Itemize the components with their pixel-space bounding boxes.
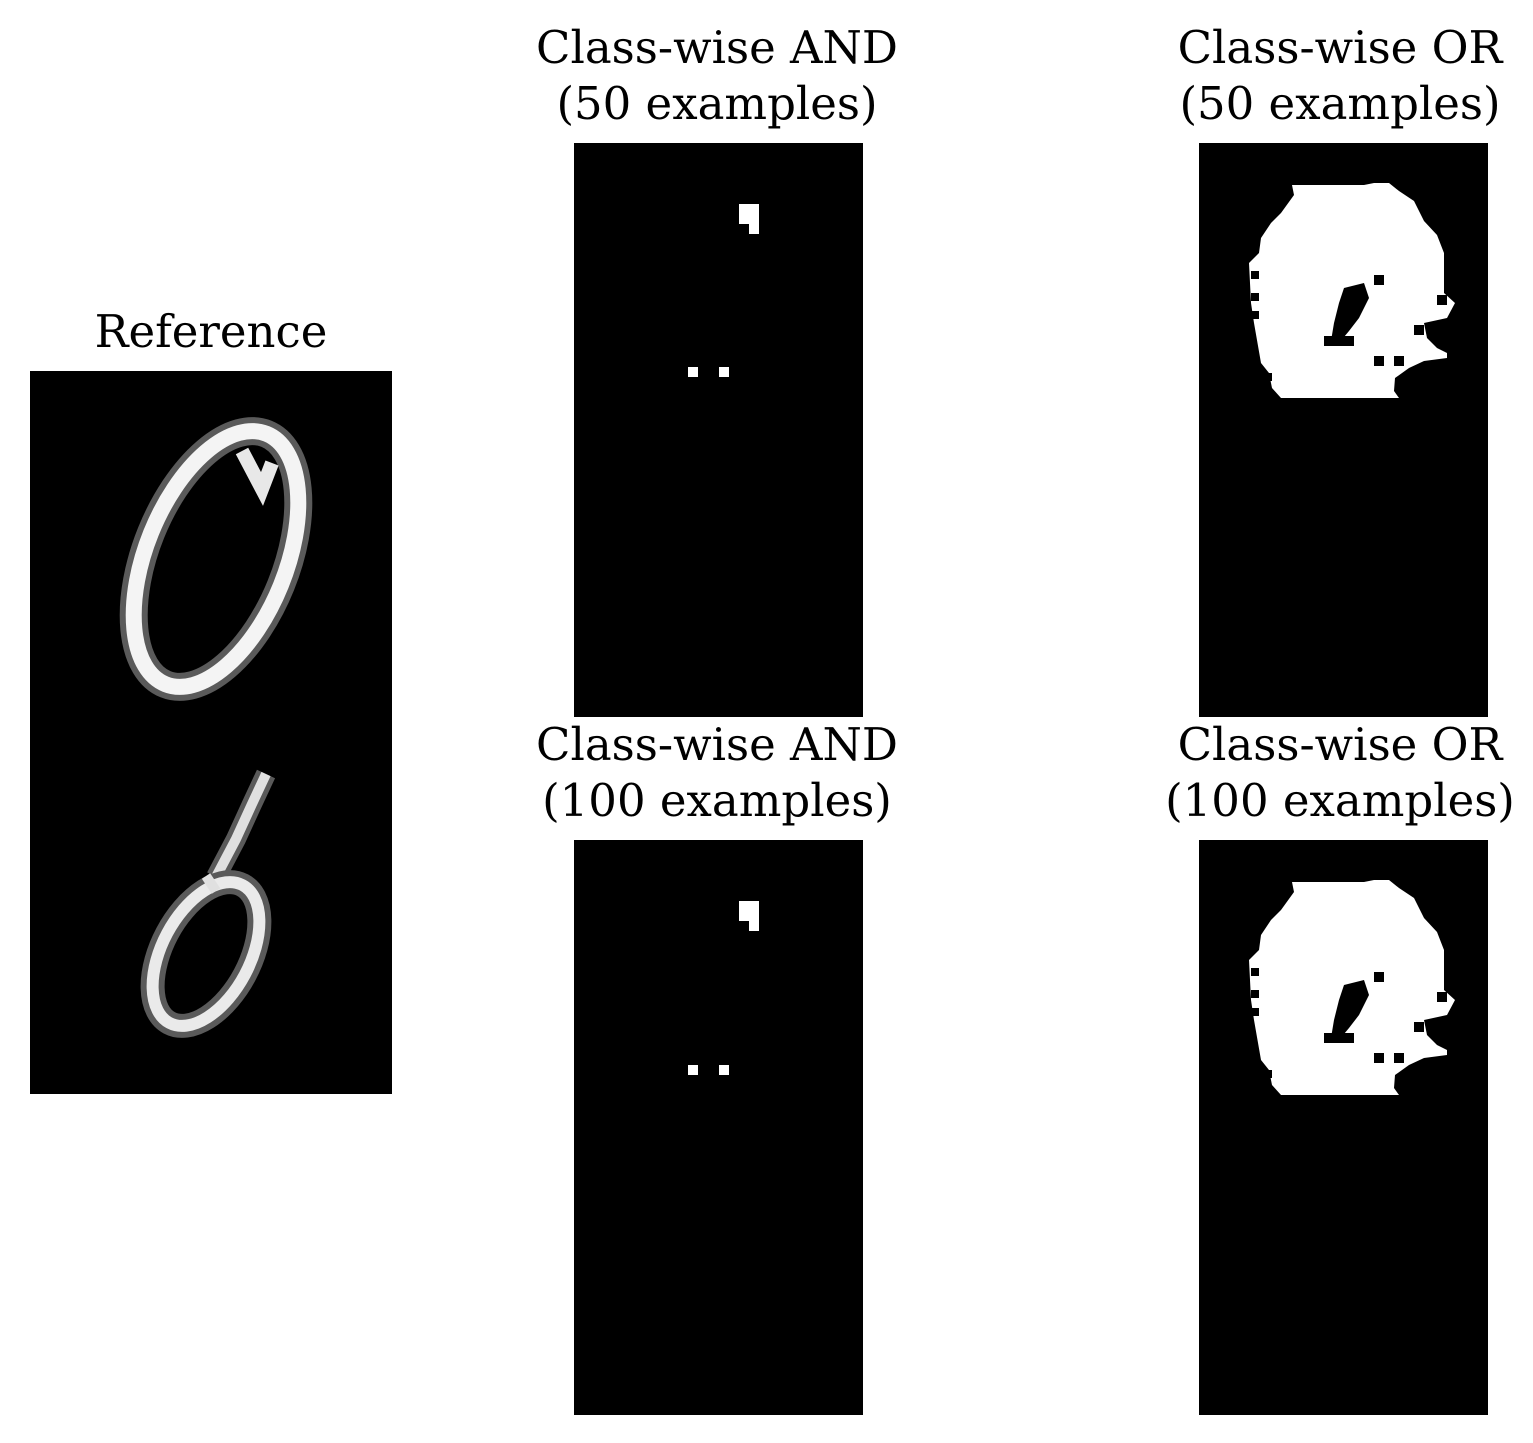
and-100-title-line1: Class-wise AND: [536, 718, 898, 771]
or-50-title: Class-wise OR (50 examples): [1145, 20, 1533, 132]
and-50-title-line1: Class-wise AND: [536, 21, 898, 74]
and-100-title-line2: (100 examples): [542, 774, 892, 827]
or-50-mask-graphic: [1199, 143, 1488, 717]
or-100-title-line2: (100 examples): [1165, 774, 1515, 827]
and-50-mask-image: [574, 143, 863, 717]
or-50-mask-image: [1199, 143, 1488, 717]
reference-title-line1: Reference: [94, 305, 328, 358]
or-100-title: Class-wise OR (100 examples): [1145, 717, 1533, 829]
and-100-mask-image: [574, 840, 863, 1415]
or-100-title-line1: Class-wise OR: [1177, 718, 1503, 771]
and-100-mask-graphic: [574, 840, 863, 1415]
and-50-title: Class-wise AND (50 examples): [500, 20, 934, 132]
digit-six-stroke: [140, 769, 276, 1038]
or-50-title-line2: (50 examples): [1179, 77, 1501, 130]
and-100-title: Class-wise AND (100 examples): [500, 717, 934, 829]
digit-zero-stroke: [119, 417, 313, 701]
and-50-mask-graphic: [574, 143, 863, 717]
or-100-mask-image: [1199, 840, 1488, 1415]
reference-digits-graphic: [30, 371, 392, 1094]
reference-image: [30, 371, 392, 1094]
or-100-mask-graphic: [1199, 840, 1488, 1415]
reference-title: Reference: [30, 304, 392, 360]
and-50-title-line2: (50 examples): [556, 77, 878, 130]
or-50-title-line1: Class-wise OR: [1177, 21, 1503, 74]
